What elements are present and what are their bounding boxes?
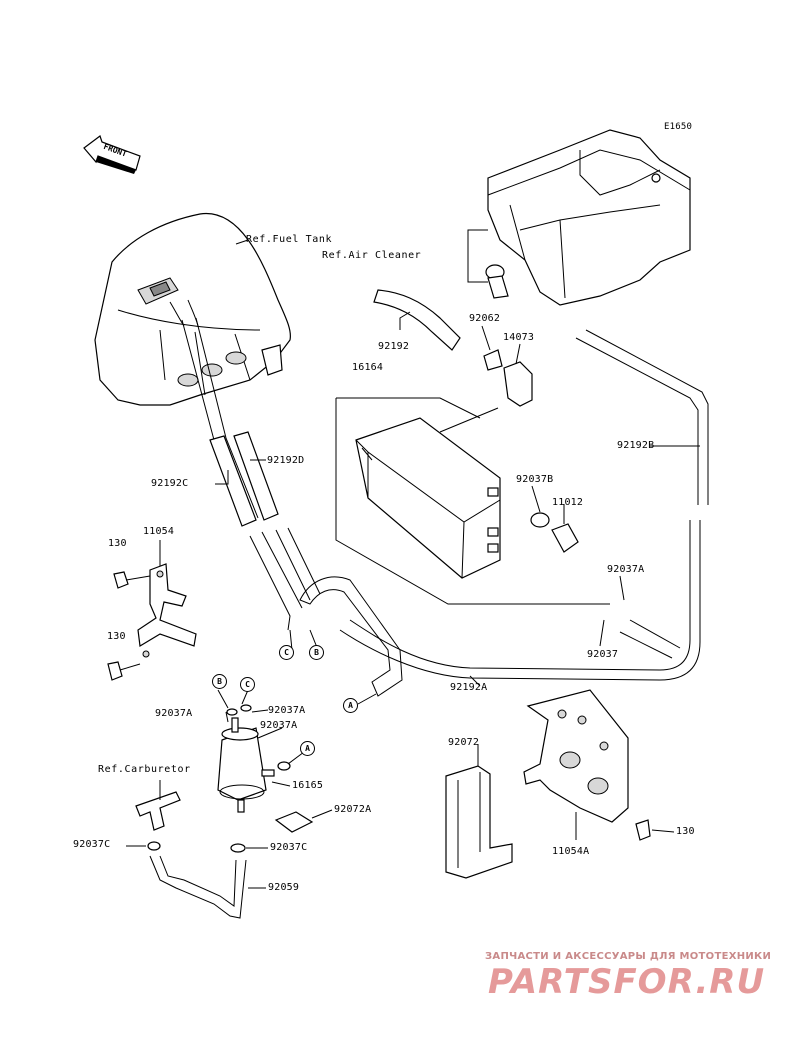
fuel-filter-16165 <box>217 717 275 813</box>
part-label-92072A: 92072A <box>334 804 372 815</box>
part-label-92192B: 92192B <box>617 440 655 451</box>
part-label-92037: 92037 <box>587 649 619 660</box>
watermark-tagline: ЗАПЧАСТИ И АКСЕССУАРЫ ДЛЯ МОТОТЕХНИКИ <box>485 951 772 962</box>
leader-16164 <box>335 398 610 605</box>
part-label-92037A-right: 92037A <box>607 564 645 575</box>
tube-92192D <box>233 431 279 521</box>
part-label-92192: 92192 <box>378 341 410 352</box>
connector-b-upper: B <box>212 674 227 689</box>
part-label-130-right: 130 <box>676 826 695 837</box>
connector-a-mid: A <box>343 698 358 713</box>
bolt-130-lower <box>107 661 123 681</box>
part-label-16164: 16164 <box>352 362 384 373</box>
part-label-92192D: 92192D <box>267 455 305 466</box>
part-label-92072: 92072 <box>448 737 480 748</box>
tube-92192 <box>373 289 461 351</box>
tube-92192C <box>209 435 257 527</box>
bolt-130-right <box>635 819 651 841</box>
clamp-92072A <box>274 811 314 833</box>
part-label-92192C: 92192C <box>151 478 189 489</box>
ring-92062 <box>483 349 503 371</box>
part-label-92037C-right: 92037C <box>270 842 308 853</box>
hose-92192A <box>339 520 701 681</box>
ref-fuel-tank: Ref.Fuel Tank <box>246 234 333 245</box>
part-label-92192A: 92192A <box>450 682 488 693</box>
diagram-code: E1650 <box>664 122 693 132</box>
part-label-11054A: 11054A <box>552 846 590 857</box>
clamp-92072 <box>445 765 513 879</box>
part-label-92037A-mid: 92037A <box>260 720 298 731</box>
cap-11012 <box>551 523 579 553</box>
canister-16164 <box>355 417 501 579</box>
part-label-92062: 92062 <box>469 313 501 324</box>
leader-lines <box>126 229 700 889</box>
part-label-11054: 11054 <box>143 526 175 537</box>
ref-air-cleaner: Ref.Air Cleaner <box>322 250 422 261</box>
watermark-logo: PARTSFOR.RU <box>488 962 766 1002</box>
t-joint <box>135 791 181 831</box>
clip-92037B <box>530 512 550 528</box>
ref-carburetor: Ref.Carburetor <box>98 764 191 775</box>
part-label-130-upper: 130 <box>108 538 127 549</box>
connector-a-right: A <box>300 741 315 756</box>
fitting-14073 <box>503 361 533 407</box>
hose-92059 <box>149 855 247 919</box>
part-label-92037A-top: 92037A <box>268 705 306 716</box>
bracket-11054 <box>137 563 197 658</box>
part-label-14073: 14073 <box>503 332 535 343</box>
part-label-11012: 11012 <box>552 497 584 508</box>
part-label-92037B: 92037B <box>516 474 554 485</box>
part-label-92059: 92059 <box>268 882 300 893</box>
bolt-130-upper <box>113 571 129 589</box>
hose-92192B <box>575 337 699 505</box>
connector-c-lower: C <box>279 645 294 660</box>
front-arrow-icon: FRONT <box>83 135 141 174</box>
part-label-92037A-left: 92037A <box>155 708 193 719</box>
bracket-11054A <box>523 689 629 823</box>
part-label-92037C-left: 92037C <box>73 839 111 850</box>
part-label-16165: 16165 <box>292 780 324 791</box>
part-label-130-lower: 130 <box>107 631 126 642</box>
connector-b-lower: B <box>309 645 324 660</box>
air-cleaner-drawing <box>485 129 691 306</box>
fuel-tank-drawing <box>94 213 291 406</box>
connector-c-upper: C <box>240 677 255 692</box>
